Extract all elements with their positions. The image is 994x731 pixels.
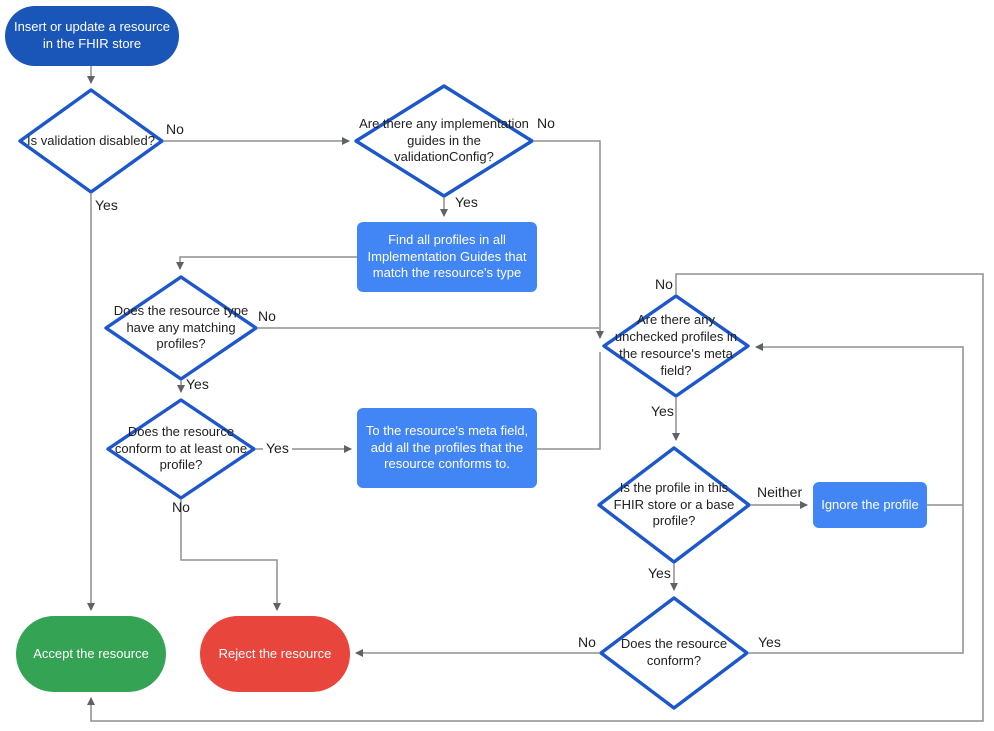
process-find-profiles: Find all profiles in all Implementation …: [357, 222, 537, 292]
decision-unchecked-profiles: Are there any unchecked profiles in the …: [602, 294, 750, 398]
edge-label-conform-one-profile-yes: Yes: [263, 440, 292, 456]
decision-validation-disabled-label: Is validation disabled?: [27, 132, 155, 148]
decision-unchecked-profiles-label: Are there any unchecked profiles in the …: [614, 312, 738, 378]
diamond-shape: [597, 446, 751, 564]
node-start-label: Insert or update a resource in the FHIR …: [13, 19, 171, 51]
decision-implementation-guides-label: Are there any implementation guides in t…: [359, 115, 529, 165]
decision-resource-conform: Does the resource conform?: [599, 596, 749, 710]
diamond-shape: [106, 398, 256, 500]
decision-resource-conform-label: Does the resource conform?: [620, 636, 728, 668]
process-ignore-profile: Ignore the profile: [813, 482, 927, 528]
edge-label-matching-profiles-yes: Yes: [186, 376, 209, 392]
edge-label-validation-disabled-no: No: [166, 121, 184, 137]
decision-conform-one-profile-label: Does the resource conform to at least on…: [114, 423, 248, 473]
edge-label-conform-one-profile-no: No: [172, 499, 190, 515]
process-add-profiles-label: To the resource's meta field, add all th…: [365, 422, 529, 472]
diamond-shape: [354, 84, 534, 198]
process-add-profiles: To the resource's meta field, add all th…: [357, 408, 537, 488]
decision-profile-in-store-label: Is the profile in this FHIR store or a b…: [613, 479, 735, 529]
process-find-profiles-label: Find all profiles in all Implementation …: [367, 231, 527, 281]
node-accept: Accept the resource: [16, 616, 166, 692]
decision-conform-one-profile: Does the resource conform to at least on…: [106, 398, 256, 500]
edge-label-implementation-guides-yes: Yes: [455, 194, 478, 210]
edge-label-matching-profiles-no: No: [258, 308, 276, 324]
diamond-shape: [602, 294, 750, 398]
diamond-shape: [599, 596, 749, 710]
edge-label-profile-in-store-yes: Yes: [648, 565, 671, 581]
edge-label-validation-disabled-yes: Yes: [95, 197, 118, 213]
edge-label-resource-conform-yes: Yes: [758, 634, 781, 650]
edge-label-unchecked-profiles-yes: Yes: [651, 403, 674, 419]
node-reject-label: Reject the resource: [218, 645, 332, 661]
decision-profile-in-store: Is the profile in this FHIR store or a b…: [597, 446, 751, 564]
decision-validation-disabled: Is validation disabled?: [18, 88, 164, 194]
decision-matching-profiles: Does the resource type have any matching…: [104, 275, 258, 381]
node-reject: Reject the resource: [200, 616, 350, 692]
edge-label-implementation-guides-no: No: [537, 115, 555, 131]
diamond-shape: [18, 88, 164, 194]
edge-label-profile-in-store-neither: Neither: [757, 484, 803, 500]
edge-label-unchecked-profiles-no: No: [655, 276, 673, 292]
node-start: Insert or update a resource in the FHIR …: [5, 6, 179, 66]
diamond-shape: [104, 275, 258, 381]
decision-matching-profiles-label: Does the resource type have any matching…: [113, 302, 249, 352]
node-accept-label: Accept the resource: [33, 645, 149, 661]
decision-implementation-guides: Are there any implementation guides in t…: [354, 84, 534, 198]
edge-label-resource-conform-no: No: [578, 634, 596, 650]
process-ignore-profile-label: Ignore the profile: [821, 496, 919, 512]
